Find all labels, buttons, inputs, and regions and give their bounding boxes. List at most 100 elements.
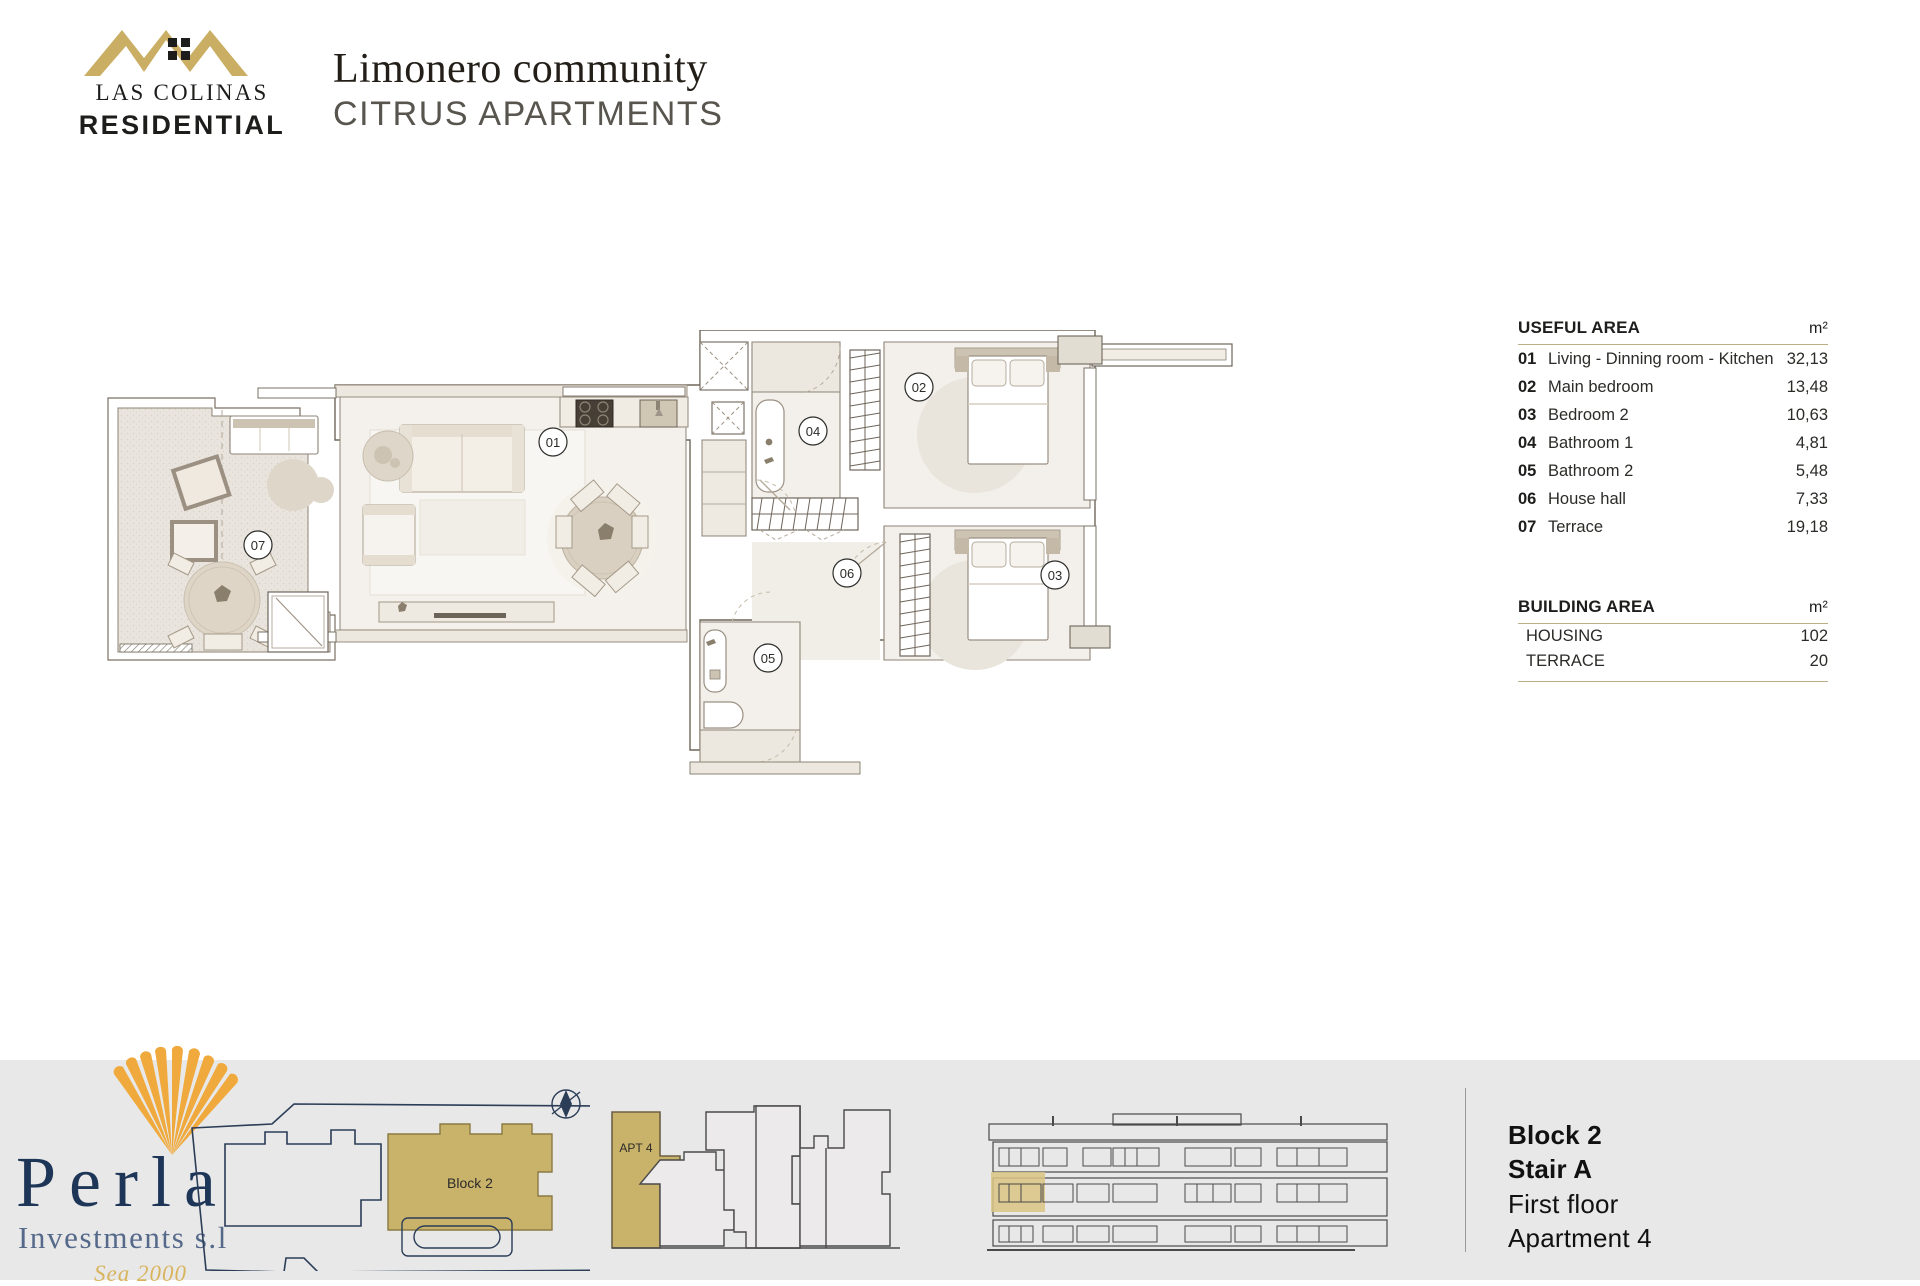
row-value: 10,63 (1786, 406, 1828, 424)
row-number: 01 (1518, 350, 1537, 368)
apartment-info: Block 2 Stair A First floor Apartment 4 (1508, 1118, 1652, 1255)
mountain-roof-icon (84, 30, 248, 76)
right-facade (1069, 367, 1111, 649)
row-value: 32,13 (1786, 350, 1828, 368)
room-tag-label: 05 (761, 651, 775, 666)
site-plan: Block 2 (191, 1089, 590, 1271)
info-block: Block 2 (1508, 1120, 1602, 1150)
table-row: 07 Terrace 19,18 (1518, 513, 1828, 541)
entry-corridor (689, 761, 861, 775)
row-value: 13,48 (1786, 378, 1828, 396)
row-label: Living - Dinning room - Kitchen (1548, 350, 1774, 368)
room-tag-07: 07 (243, 530, 273, 560)
room-tag-04: 04 (798, 416, 828, 446)
perla-wordmark: Perla (16, 1142, 229, 1222)
living-furniture (362, 424, 586, 623)
siteplan-block-label: Block 2 (447, 1175, 493, 1191)
useful-area-title: USEFUL AREA (1518, 318, 1641, 337)
building-area-unit: m² (1808, 599, 1828, 616)
shower-icon (703, 629, 727, 693)
room-tag-02: 02 (904, 372, 934, 402)
building-area-title: BUILDING AREA (1518, 597, 1656, 616)
footer-divider (1465, 1088, 1466, 1252)
building-area-divider-bottom (1518, 681, 1828, 682)
row-label: Bedroom 2 (1548, 406, 1629, 424)
wall (334, 629, 688, 643)
bathroom-1 (751, 341, 859, 541)
balcony-strip (1057, 335, 1233, 367)
row-number: 02 (1518, 378, 1537, 396)
room-tag-05: 05 (753, 643, 783, 673)
info-apartment: Apartment 4 (1508, 1222, 1652, 1253)
keyplan-apt-label: APT 4 (619, 1141, 652, 1155)
useful-area-table: USEFUL AREA m² 01 Living - Dinning room … (1518, 318, 1828, 541)
terrace-furniture (167, 415, 334, 651)
compass-north-icon (551, 1089, 581, 1119)
row-value: 5,48 (1795, 462, 1828, 480)
room-tag-label: 03 (1048, 568, 1062, 583)
row-value: 19,18 (1786, 518, 1828, 536)
brand-subname: RESIDENTIAL (78, 110, 286, 140)
room-tag-label: 04 (806, 424, 820, 439)
bedroom-2 (883, 525, 1091, 670)
table-row: 02 Main bedroom 13,48 (1518, 373, 1828, 401)
bathtub-icon (755, 399, 785, 493)
dining-set (547, 479, 657, 598)
row-number: 04 (1518, 434, 1537, 452)
perla-tagline: Investments s.l (18, 1220, 228, 1255)
row-label: Bathroom 1 (1548, 434, 1634, 452)
highlighted-unit (991, 1172, 1045, 1212)
toilet-icon (703, 701, 744, 729)
terrace-door (267, 591, 329, 653)
room-tag-label: 06 (840, 566, 854, 581)
info-floor: First floor (1508, 1188, 1619, 1219)
row-label: Bathroom 2 (1548, 462, 1634, 480)
page-title: Limonero community (333, 46, 708, 92)
perla-since: Sea 2000 (94, 1261, 187, 1286)
building-area-table: BUILDING AREA m² HOUSING 102 TERRACE 20 (1518, 597, 1828, 682)
building-area-header: BUILDING AREA m² (1518, 597, 1828, 623)
room-tags: 01 02 03 04 05 (243, 372, 1070, 673)
floor-plan-drawing: 01 02 03 04 05 (107, 330, 1233, 775)
row-label: TERRACE (1526, 652, 1605, 670)
building-elevation (987, 1113, 1388, 1251)
row-number: 05 (1518, 462, 1537, 480)
table-row: 05 Bathroom 2 5,48 (1518, 457, 1828, 485)
row-value: 20 (1809, 652, 1828, 670)
info-stair: Stair A (1508, 1154, 1593, 1185)
table-row: TERRACE 20 (1518, 649, 1828, 674)
las-colinas-logo: LAS COLINAS RESIDENTIAL (72, 18, 292, 141)
table-row: 06 House hall 7,33 (1518, 485, 1828, 513)
table-row: 04 Bathroom 1 4,81 (1518, 429, 1828, 457)
table-row: 01 Living - Dinning room - Kitchen 32,13 (1518, 345, 1828, 373)
table-row: 03 Bedroom 2 10,63 (1518, 401, 1828, 429)
floor-plan: 01 02 03 04 05 (0, 330, 1520, 950)
page-title-block: Limonero community CITRUS APARTMENTS (333, 48, 724, 133)
room-tag-label: 02 (912, 380, 926, 395)
shell-fan-icon (113, 1045, 239, 1155)
room-tag-06: 06 (832, 558, 862, 588)
service-shafts (699, 341, 749, 537)
row-number: 03 (1518, 406, 1537, 424)
main-bedroom (883, 341, 1091, 509)
page-header: LAS COLINAS RESIDENTIAL Limonero communi… (0, 0, 1920, 170)
row-label: Terrace (1548, 518, 1604, 536)
useful-area-divider (1518, 344, 1828, 345)
table-row: HOUSING 102 (1518, 624, 1828, 649)
area-tables: USEFUL AREA m² 01 Living - Dinning room … (1518, 318, 1828, 682)
room-tag-label: 07 (251, 538, 265, 553)
row-value: 4,81 (1795, 434, 1828, 452)
room-tag-label: 01 (546, 435, 560, 450)
row-value: 7,33 (1795, 490, 1828, 508)
row-label: Main bedroom (1548, 378, 1654, 396)
floor-key-plan: APT 4 (611, 1105, 900, 1249)
room-tag-01: 01 (538, 427, 568, 457)
row-value: 102 (1800, 627, 1828, 645)
row-label: House hall (1548, 490, 1626, 508)
building-area-divider-top (1518, 623, 1828, 624)
perla-logo: Perla Investments s.l Sea 2000 (10, 1040, 340, 1285)
kitchen (559, 386, 689, 428)
page-footer: Perla Investments s.l Sea 2000 Block 2 A… (0, 1045, 1920, 1285)
row-number: 06 (1518, 490, 1537, 508)
